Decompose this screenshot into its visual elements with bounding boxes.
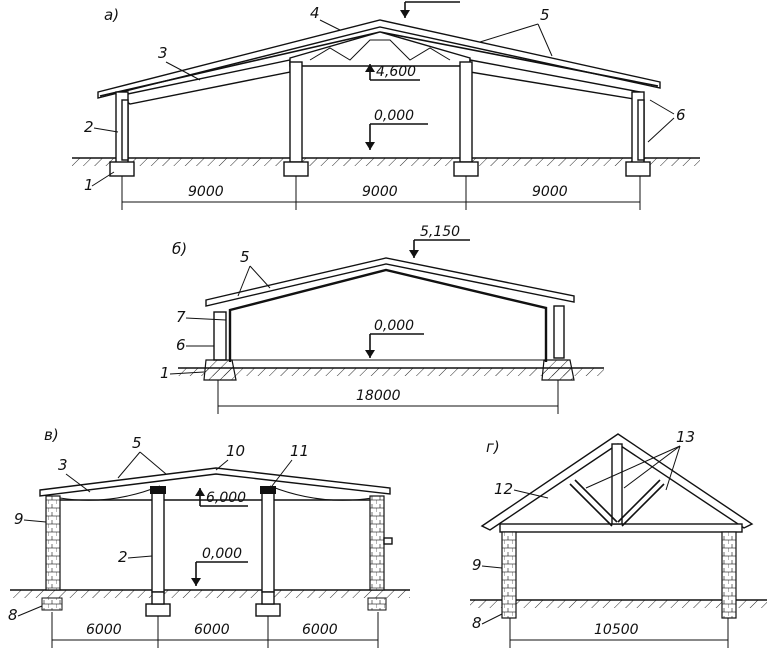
footing [41,597,63,611]
callout: 1 [84,176,94,194]
roof-covering [205,257,575,307]
footing [367,597,387,611]
callout: 5 [132,434,142,452]
callout: 2 [118,548,128,566]
callout: 2 [84,118,94,136]
roof-underside [99,31,381,97]
level-floor-value: 0,000 [374,318,414,334]
dimension-label: 18000 [356,388,401,404]
strut [621,483,665,527]
column [459,61,473,163]
brick-pillar [721,531,737,619]
level-top-value: 5,150 [420,224,460,240]
roof-beam [269,485,373,501]
column-capital [150,486,166,494]
footing [625,161,651,177]
level-mid-value: 6,000 [206,490,246,506]
ground-hatch [10,590,410,598]
dimension-label: 10500 [594,622,639,638]
wall [637,99,645,161]
view-a-letter: a) [104,6,119,24]
ground-hatch [72,158,700,166]
column [261,491,275,593]
roof-covering [39,467,391,497]
wall [553,305,565,359]
view-v: в) 6,000 0,000 [8,426,410,648]
callout: 5 [240,248,250,266]
view-v-letter: в) [44,426,59,444]
dimension-label: 6000 [86,622,122,638]
callout: 9 [14,510,24,528]
column [289,61,303,163]
dimension-label: 6000 [302,622,338,638]
callout: 7 [176,308,186,326]
callout: 8 [8,606,18,624]
footing [203,359,237,381]
callout: 10 [226,442,245,460]
level-floor-value: 0,000 [202,546,242,562]
dimension-label: 6000 [194,622,230,638]
footing [453,161,479,177]
level-mid-value: 4,600 [376,64,416,80]
callout: 9 [472,556,482,574]
callout: 6 [176,336,186,354]
callout: 4 [310,4,320,22]
callout: 5 [540,6,550,24]
brick-pillar [501,531,517,619]
callout: 8 [472,614,482,632]
view-b: б) 5,150 0,000 18000 5 7 6 [160,224,604,414]
footing [109,161,135,177]
ground-hatch [178,368,604,376]
portal-frame [228,268,548,362]
callout: 6 [676,106,686,124]
brick-wall [45,495,61,591]
footing [255,603,281,617]
column-capital [260,486,276,494]
view-a: a) 4,600 [72,1,700,210]
callout: 3 [158,44,168,62]
ground-hatch [470,600,767,608]
callout: 12 [494,480,513,498]
footing [283,161,309,177]
brick-wall [369,495,385,591]
dimension-label: 9000 [188,184,224,200]
dimension-label: 9000 [532,184,568,200]
wall [121,99,129,161]
callout: 11 [290,442,309,460]
callout: 13 [676,428,695,446]
roof-covering [97,19,661,99]
strut [569,483,613,527]
roof-covering [480,433,754,531]
callout: 1 [160,364,170,382]
dimension-label: 9000 [362,184,398,200]
king-post [611,443,623,525]
column [151,491,165,593]
roof-beam [59,485,161,501]
level-floor-value: 0,000 [374,108,414,124]
footing [145,603,171,617]
roof-underside [379,31,659,87]
footing [541,359,575,381]
view-b-letter: б) [172,240,187,258]
view-g-letter: г) [486,438,500,456]
truss-web [309,39,451,61]
callout: 3 [58,456,68,474]
view-g: г) 10500 13 12 9 8 [470,428,767,648]
tie-beam [499,523,743,533]
